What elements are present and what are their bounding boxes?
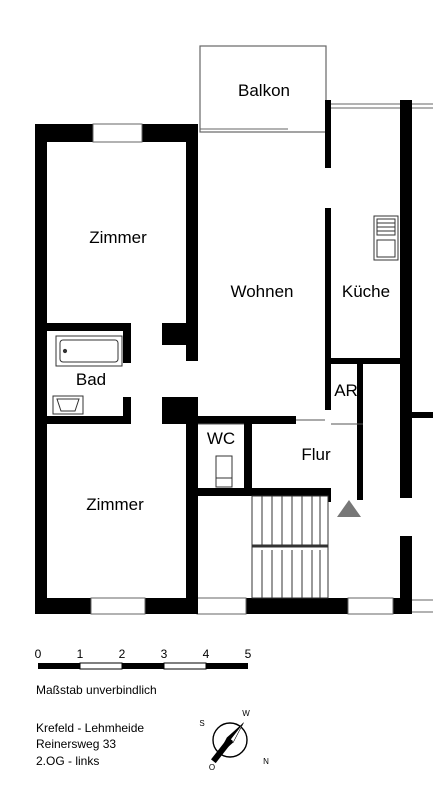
staircase (251, 495, 329, 599)
scale-tick-0: 0 (35, 647, 42, 661)
room-label-zimmer-bottom: Zimmer (86, 495, 144, 514)
partition-lines (198, 419, 363, 425)
bathtub-icon (55, 335, 123, 367)
room-label-zimmer-top: Zimmer (89, 228, 147, 247)
scale-tick-5: 5 (245, 647, 252, 661)
room-label-wohnen: Wohnen (230, 282, 293, 301)
outer-walls (35, 124, 403, 614)
compass-n: N (263, 757, 269, 766)
scale-tick-3: 3 (161, 647, 168, 661)
address-line-3: 2.OG - links (36, 754, 99, 768)
scale-segment-4 (206, 663, 248, 669)
washbasin-icon (52, 395, 84, 415)
room-label-bad: Bad (76, 370, 106, 389)
scale-tick-1: 1 (77, 647, 84, 661)
scale-segment-3 (163, 662, 207, 670)
scale-tick-4: 4 (203, 647, 210, 661)
address-line-2: Reinersweg 33 (36, 737, 116, 751)
entrance-marker (337, 500, 361, 517)
interior-walls (35, 100, 433, 614)
compass-o: O (209, 763, 215, 772)
scale-bar: 0 1 2 3 4 5 Maßstab unverbindlich (35, 647, 252, 697)
compass-s: S (199, 719, 204, 728)
scale-note: Maßstab unverbindlich (36, 683, 157, 697)
address-line-1: Krefeld - Lehmheide (36, 721, 144, 735)
room-label-ar: AR (334, 381, 358, 400)
room-label-flur: Flur (301, 445, 331, 464)
address-block: Krefeld - Lehmheide Reinersweg 33 2.OG -… (36, 721, 144, 768)
room-label-kueche: Küche (342, 282, 390, 301)
stove-icon (373, 215, 399, 261)
compass-icon: S W O N (199, 709, 269, 772)
room-label-wc: WC (207, 429, 235, 448)
scale-segment-1 (79, 662, 123, 670)
compass-w: W (242, 709, 250, 718)
scale-segment-0 (38, 663, 80, 669)
toilet-icon (215, 455, 233, 488)
balcony-outline (199, 45, 327, 133)
scale-tick-2: 2 (119, 647, 126, 661)
room-label-balkon: Balkon (238, 81, 290, 100)
scale-segment-2 (122, 663, 164, 669)
